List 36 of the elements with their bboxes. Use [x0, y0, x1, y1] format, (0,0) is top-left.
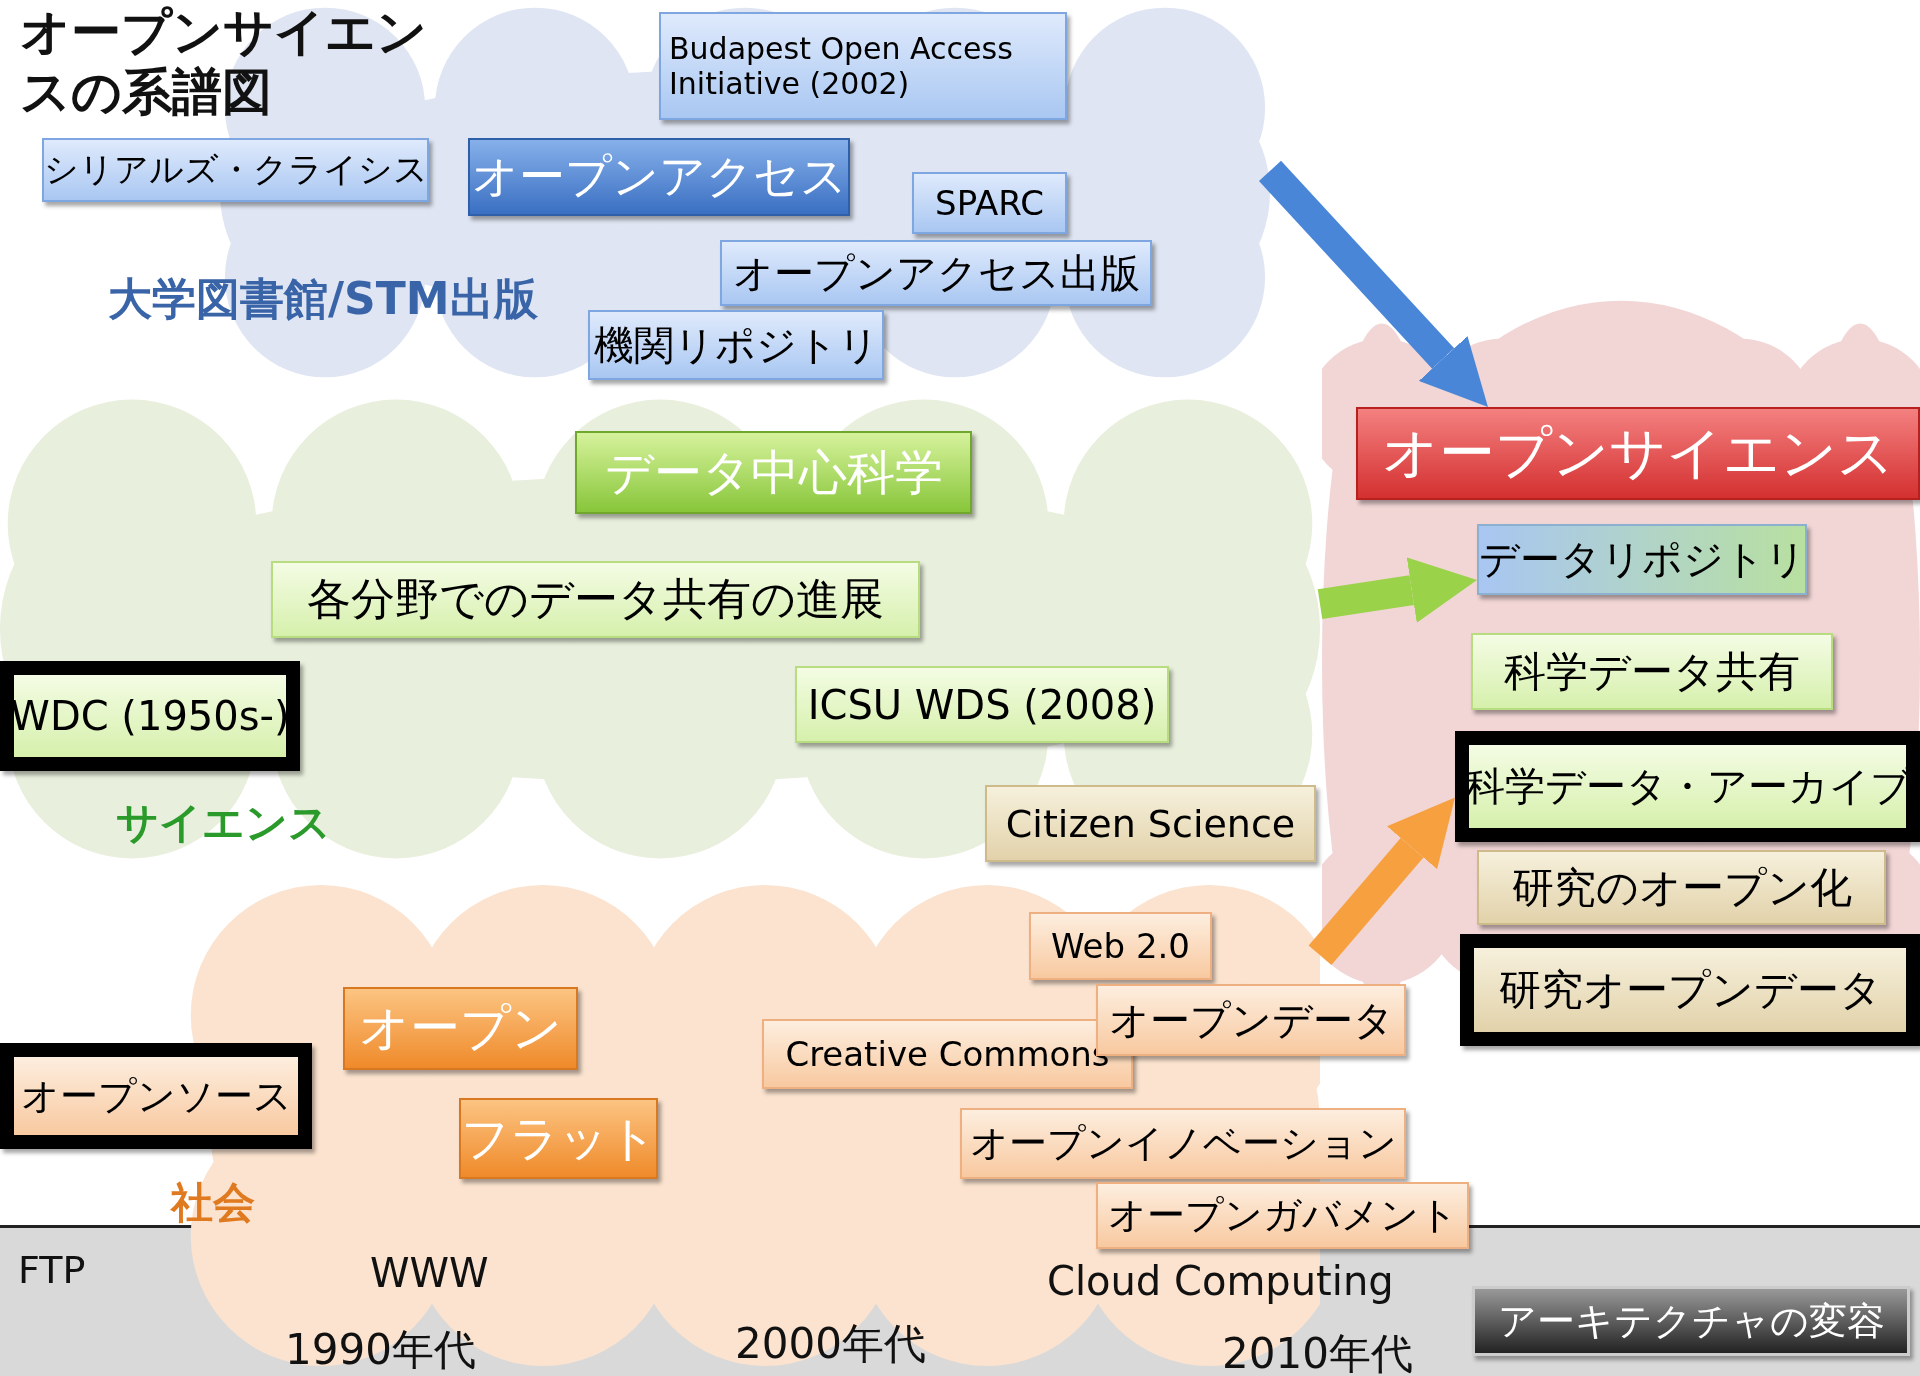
timeline-label: 2010年代	[1222, 1328, 1413, 1376]
process-box: オープンデータ	[1096, 984, 1406, 1056]
timeline-label: Cloud Computing	[1047, 1258, 1394, 1304]
process-box: オープンイノベーション	[960, 1108, 1406, 1179]
process-box: データリポジトリ	[1477, 524, 1807, 595]
timeline-label: 2000年代	[735, 1318, 926, 1370]
process-box: オープン	[343, 987, 578, 1070]
timeline-label: 1990年代	[285, 1324, 476, 1376]
framed-box: 研究オープンデータ	[1460, 934, 1920, 1046]
framed-box: WDC (1950s-)	[0, 661, 300, 771]
timeline-label: WWW	[370, 1250, 489, 1296]
process-box: オープンアクセス	[468, 138, 850, 216]
block-arrow	[1258, 160, 1488, 407]
framed-box: オープンソース	[0, 1043, 312, 1149]
process-box: フラット	[459, 1098, 658, 1179]
process-box: Web 2.0	[1029, 912, 1212, 980]
process-box: ICSU WDS (2008)	[795, 666, 1169, 743]
process-box: Budapest Open Access Initiative (2002)	[659, 12, 1067, 120]
cloud-label: サイエンス	[116, 797, 331, 849]
process-box: 研究のオープン化	[1477, 850, 1886, 925]
process-box: オープンガバメント	[1096, 1182, 1469, 1249]
process-box: 各分野でのデータ共有の進展	[271, 561, 920, 638]
process-box: アーキテクチャの変容	[1472, 1286, 1910, 1356]
process-box: データ中心科学	[575, 431, 972, 514]
process-box: SPARC	[912, 172, 1067, 234]
block-arrow	[1317, 557, 1477, 623]
cloud-label: 社会	[171, 1177, 255, 1229]
process-box: オープンサイエンス	[1356, 407, 1920, 500]
title: オープンサイエンスの系譜図	[20, 2, 428, 122]
process-box: 科学データ共有	[1471, 633, 1833, 710]
process-box: 機関リポジトリ	[588, 310, 884, 380]
process-box: シリアルズ・クライシス	[42, 138, 429, 202]
cloud-label: 大学図書館/STM出版	[108, 272, 538, 326]
process-box: Citizen Science	[985, 785, 1316, 862]
timeline-label: FTP	[18, 1248, 86, 1292]
process-box: オープンアクセス出版	[720, 240, 1152, 306]
